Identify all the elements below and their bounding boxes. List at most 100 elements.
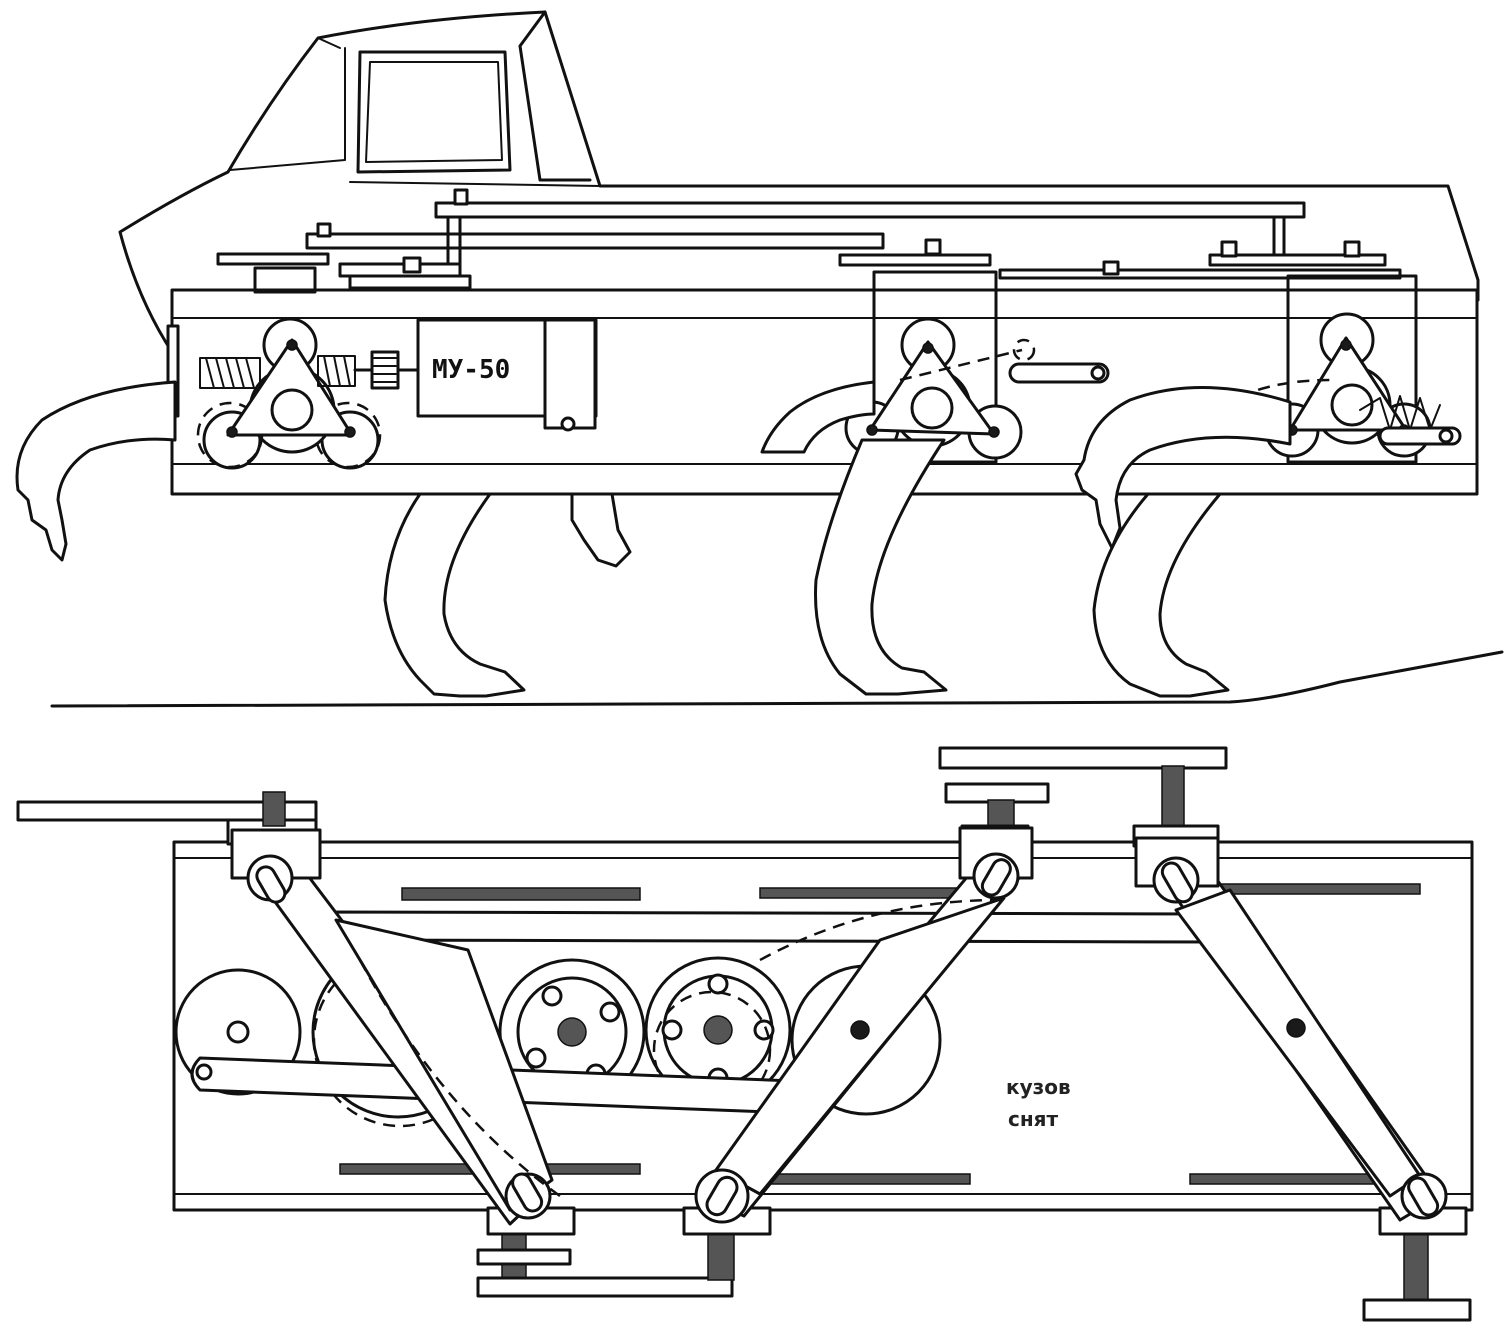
front-drive bbox=[166, 317, 420, 470]
rear-tie-rod-pin bbox=[1438, 428, 1454, 444]
motor-flange bbox=[543, 318, 597, 430]
hub-top-2 bbox=[316, 222, 332, 238]
gear-plate-left bbox=[348, 274, 472, 290]
mid-tie-rod bbox=[1008, 362, 1110, 384]
rear-hub-inner bbox=[1330, 383, 1374, 427]
leg-rear-raised bbox=[1074, 386, 1292, 550]
upper-shaft-left bbox=[338, 262, 462, 278]
small-gear bbox=[370, 350, 400, 390]
gear-plate-mid bbox=[838, 253, 992, 267]
plan-leg-front bbox=[230, 828, 554, 1226]
cab-window-inner bbox=[365, 61, 503, 163]
front-pin-3 bbox=[344, 426, 356, 438]
ground-line bbox=[50, 650, 1504, 708]
plan-wheel-1-hub bbox=[226, 1020, 250, 1044]
leg-front-back-foot bbox=[570, 492, 632, 568]
front-crank-hub bbox=[270, 388, 314, 432]
upper-shaft-long bbox=[434, 201, 1306, 219]
plan-axle-bottom-3 bbox=[1403, 1231, 1429, 1303]
rear-pin-1 bbox=[1340, 339, 1352, 351]
middle-leg-mechanism bbox=[844, 317, 1110, 460]
plan-wheel-4-hole-1 bbox=[707, 973, 729, 995]
mid-pin-3 bbox=[988, 426, 1000, 438]
plan-pulley-bottom-1 bbox=[476, 1248, 572, 1266]
body-removed-label-2: снят bbox=[1008, 1107, 1059, 1131]
cab-rear-pillar bbox=[518, 10, 592, 182]
leg-middle-raised bbox=[760, 380, 876, 454]
mid-dashed-pin bbox=[1012, 338, 1036, 362]
leg-rear-ground bbox=[1092, 492, 1230, 698]
rear-spring bbox=[1359, 395, 1441, 431]
side-view: МУ-50 bbox=[15, 10, 1504, 708]
cab-front-line bbox=[229, 47, 346, 171]
plan-leg-rear-blade bbox=[1174, 888, 1422, 1198]
mid-tie-rod-pin bbox=[1090, 365, 1106, 381]
vertical-rod-1 bbox=[446, 215, 462, 267]
plan-strip-top-2 bbox=[759, 887, 961, 899]
leg-middle-ground bbox=[814, 438, 948, 696]
front-pin-1 bbox=[286, 339, 298, 351]
worm-gear bbox=[199, 357, 261, 389]
top-strip bbox=[998, 268, 1402, 280]
plan-pivot-dot-2 bbox=[1286, 1018, 1306, 1038]
leg-front-raised bbox=[15, 380, 177, 562]
plan-leg-middle-top-slot bbox=[980, 858, 1012, 897]
plan-leg-front-bottom-slot bbox=[511, 1172, 544, 1213]
motor-label: МУ-50 bbox=[432, 355, 510, 385]
plan-axle-bottom-2 bbox=[707, 1231, 735, 1281]
plan-strip-top-3 bbox=[1219, 883, 1421, 895]
legs-side-view bbox=[15, 380, 1292, 698]
vehicle-body-outline bbox=[118, 10, 1480, 354]
motor-mu50: МУ-50 bbox=[416, 318, 598, 432]
plan-strip-bottom-2 bbox=[759, 1173, 971, 1185]
plan-wheel-4-hole-2 bbox=[661, 1019, 683, 1041]
front-crank-triangle bbox=[226, 338, 354, 437]
plan-pulley-top-1 bbox=[938, 746, 1228, 770]
cab-side-line bbox=[349, 181, 601, 187]
mid-pin-2 bbox=[866, 424, 878, 436]
plan-shaft-top-left bbox=[16, 800, 318, 822]
plan-leg-rear-top-slot bbox=[1160, 861, 1194, 904]
plan-leg-front-top-slot bbox=[255, 865, 287, 904]
plan-frame bbox=[172, 840, 1474, 1212]
gear-block-left bbox=[253, 266, 317, 294]
plan-wheel-3-hub bbox=[557, 1017, 587, 1047]
hub-right-2 bbox=[1343, 240, 1361, 258]
plan-leg-rear-bottom-slot bbox=[1407, 1176, 1440, 1217]
upper-shaft-mid bbox=[305, 232, 885, 250]
plan-wheel-3-hole-2 bbox=[599, 1001, 621, 1023]
cab-window-outer bbox=[356, 50, 512, 174]
plan-strip-top-1 bbox=[401, 887, 641, 901]
hub-mid-1 bbox=[924, 238, 942, 256]
motor-bolt bbox=[560, 416, 576, 432]
vertical-rod-2 bbox=[1272, 215, 1286, 257]
front-pin-2 bbox=[226, 426, 238, 438]
hub-left bbox=[402, 256, 422, 274]
cab-roof-line bbox=[317, 37, 341, 49]
hub-top-1 bbox=[453, 188, 469, 206]
plan-pivot-dot-1 bbox=[850, 1020, 870, 1040]
plan-view: кузов снят bbox=[16, 746, 1474, 1322]
leg-bracket-middle bbox=[872, 270, 998, 464]
plan-leg-middle-bottom-slot bbox=[705, 1175, 739, 1217]
plan-lower-link-pin-1 bbox=[195, 1063, 213, 1081]
plan-leg-middle-blade bbox=[714, 896, 1006, 1196]
plan-wheel-3-hole-3 bbox=[525, 1047, 547, 1069]
body-removed-label-1: кузов bbox=[1006, 1075, 1071, 1099]
plan-shaft-top-left-gear bbox=[262, 791, 286, 827]
plan-wheel-3-hole-1 bbox=[541, 985, 563, 1007]
plan-upper-link-bar bbox=[311, 910, 1228, 944]
leg-bracket-rear bbox=[1286, 274, 1418, 464]
front-worm-2 bbox=[317, 355, 356, 387]
gear-plate-right bbox=[1208, 253, 1387, 267]
hub-right-1 bbox=[1220, 240, 1238, 258]
plan-dashed-arc-2 bbox=[759, 898, 1001, 962]
upper-shaft-short bbox=[216, 252, 330, 266]
plan-pulley-bottom-2 bbox=[476, 1276, 734, 1298]
rear-leg-mechanism bbox=[1189, 312, 1462, 458]
plan-wheel-4-hole-3 bbox=[753, 1019, 775, 1041]
plan-wheel-4-hub bbox=[703, 1015, 733, 1045]
mid-dashed-link bbox=[899, 348, 1023, 382]
hub-mid-2 bbox=[1102, 260, 1120, 276]
